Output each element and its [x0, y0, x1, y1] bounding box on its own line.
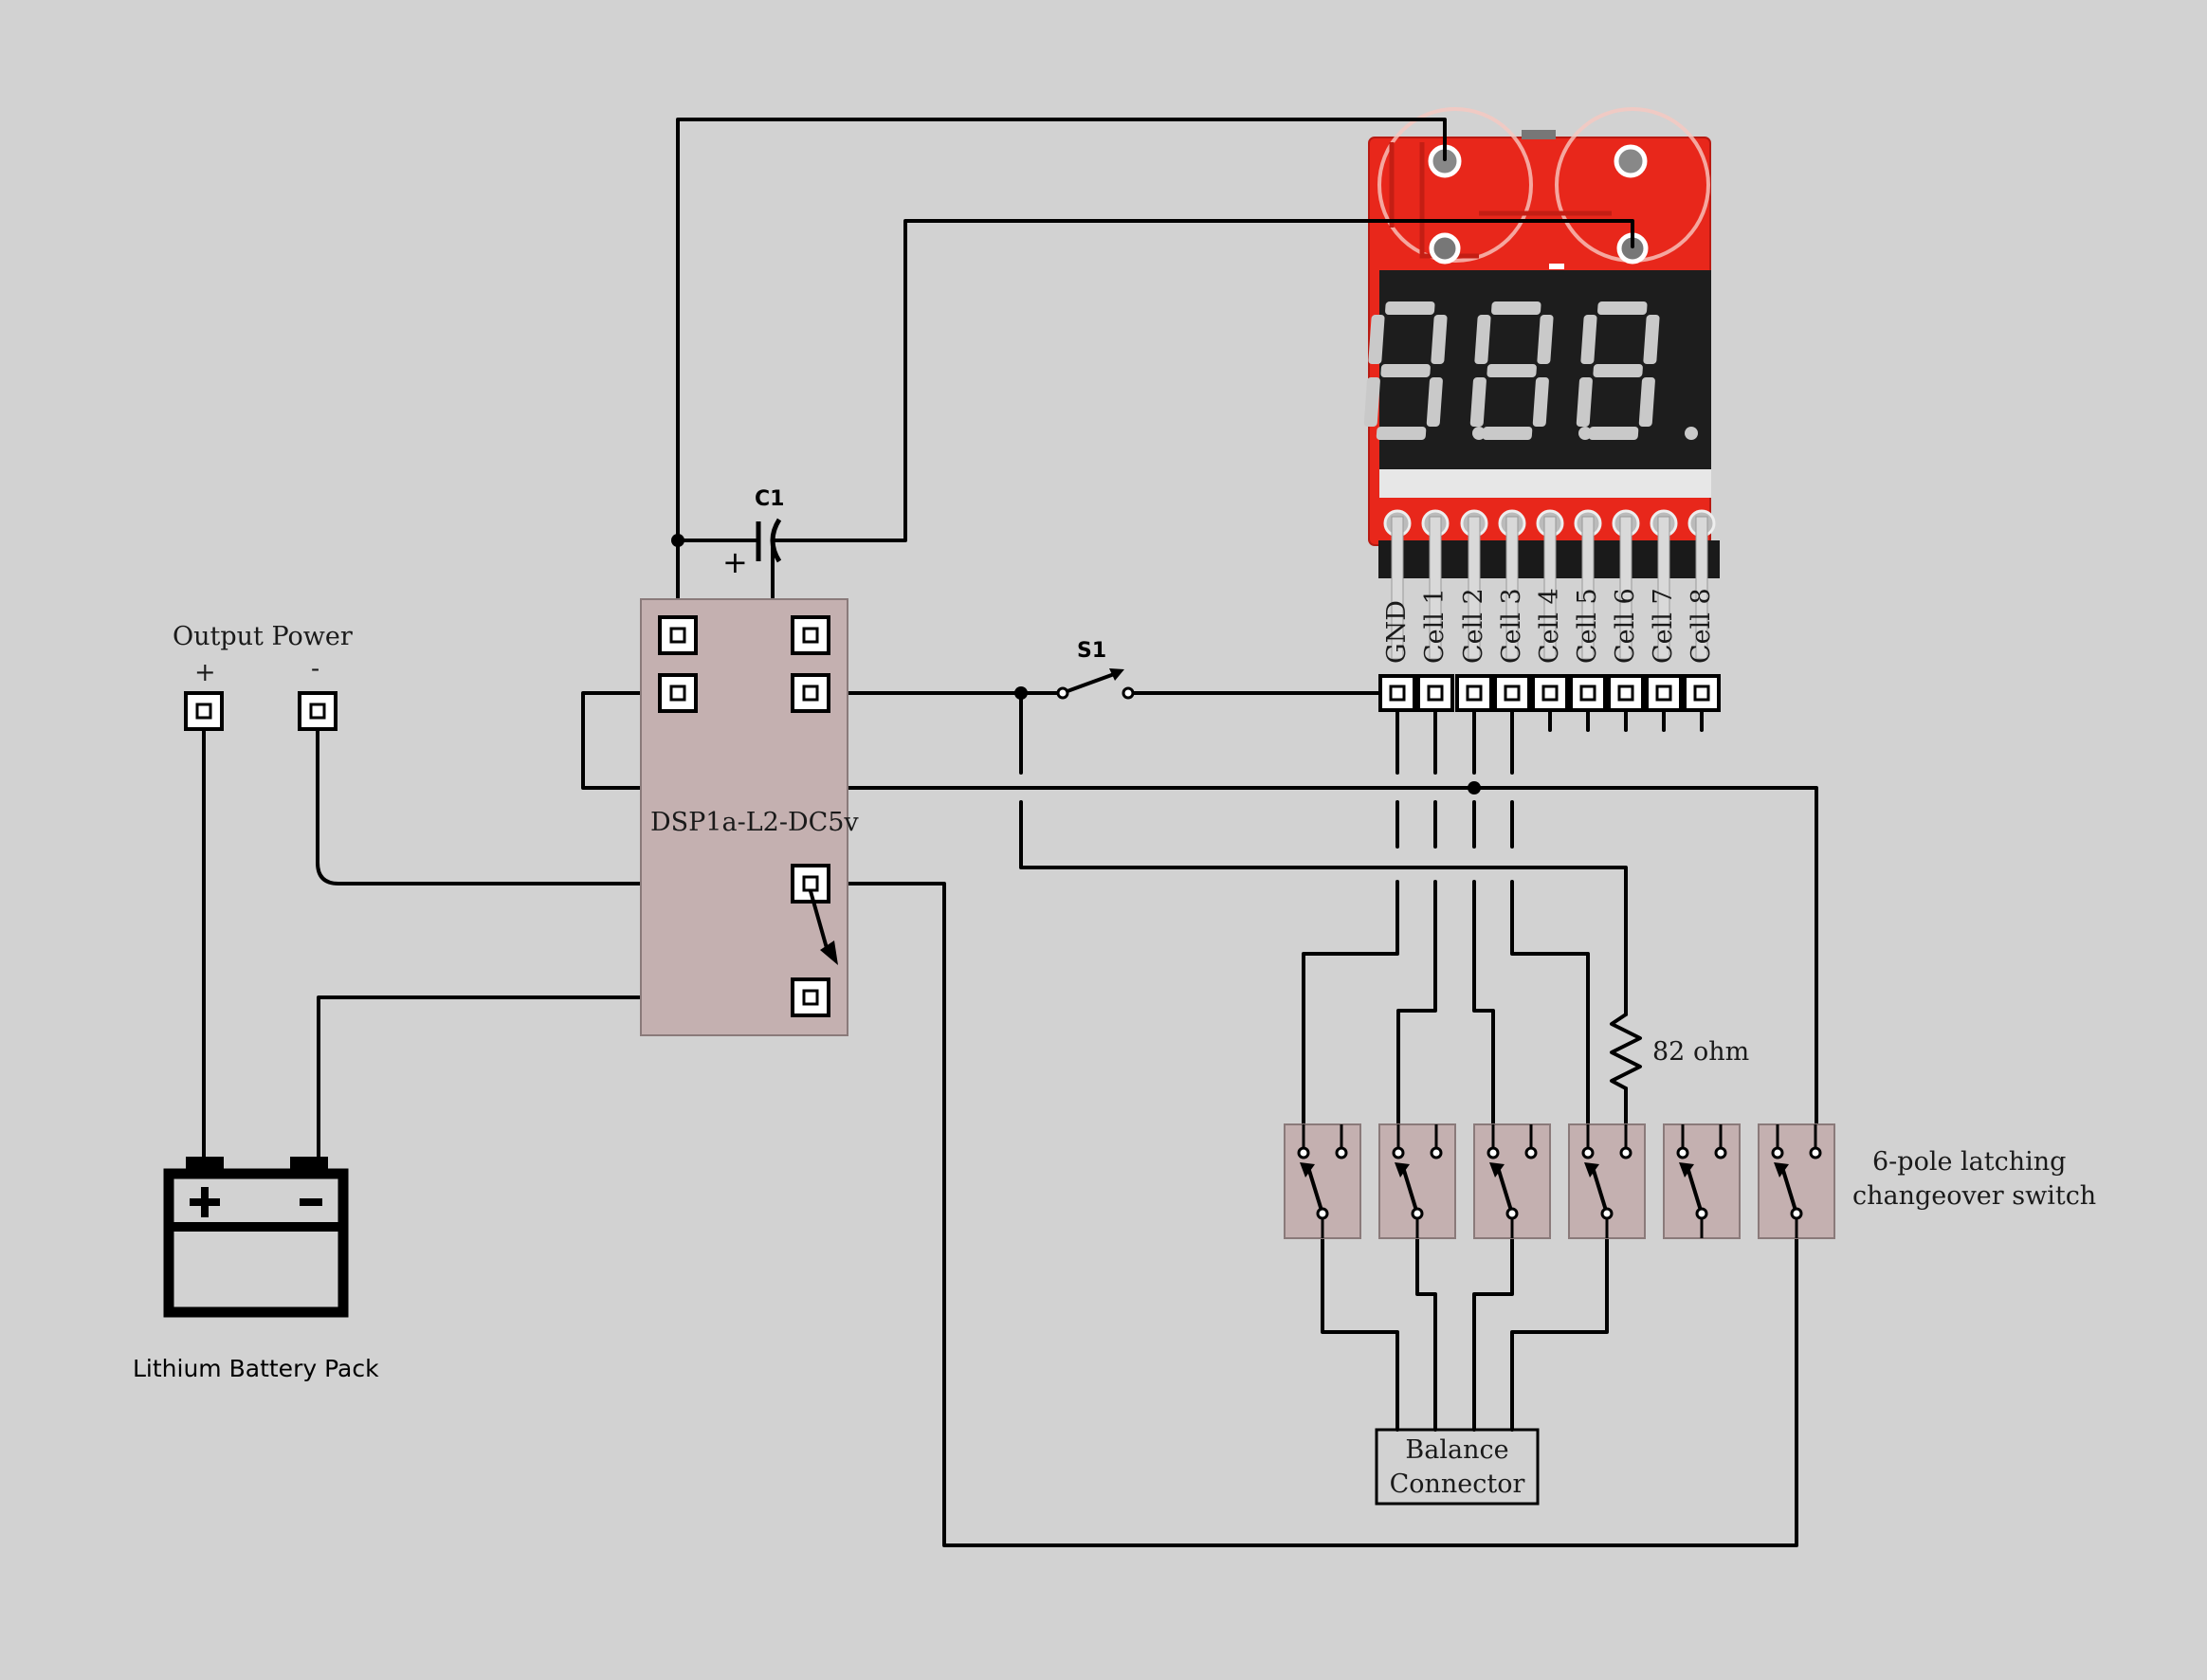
checker-pin-label: Cell 6: [1611, 588, 1640, 664]
relay-com-pin: [791, 864, 830, 904]
balance-connector: Balance Connector: [1375, 1428, 1540, 1506]
changeover-switch: [1284, 1123, 1835, 1239]
output-minus-label: -: [311, 654, 319, 684]
checker-pin-label: Cell 5: [1573, 588, 1602, 664]
output-power-label: Output Power: [173, 622, 353, 651]
switch-pole: [1663, 1123, 1741, 1239]
relay-pin: [791, 673, 830, 713]
checker-terminal: [1493, 674, 1531, 712]
switch-pole: [1758, 1123, 1835, 1239]
output-plus-label: +: [194, 658, 216, 687]
checker-terminal: [1378, 674, 1416, 712]
relay-pin: [658, 615, 698, 655]
capacitor-c1: C1 +: [722, 487, 784, 580]
battery-icon: Lithium Battery Pack: [133, 1157, 379, 1382]
relay-label: DSP1a-L2-DC5v: [650, 808, 859, 837]
switch-pole: [1284, 1123, 1361, 1239]
checker-pin-header: [1378, 509, 1720, 660]
checker-terminal: [1455, 674, 1493, 712]
switch-s1: S1: [1056, 639, 1135, 700]
checker-pin-label: Cell 3: [1497, 588, 1526, 664]
checker-pin-labels: GND Cell 1 Cell 2 Cell 3 Cell 4 Cell 5 Cell 6 C…: [1382, 588, 1716, 664]
switch-pole: [1568, 1123, 1646, 1239]
capacitor-label: C1: [755, 487, 784, 511]
checker-pin-label: Cell 4: [1535, 588, 1564, 664]
display-digits: [1363, 301, 1698, 440]
display-digit: [1363, 301, 1486, 440]
switch-pole: [1378, 1123, 1456, 1239]
relay-pin: [658, 673, 698, 713]
checker-terminal: [1569, 674, 1607, 712]
checker-pin-label: Cell 2: [1459, 588, 1488, 664]
relay-no-pin: [791, 977, 830, 1017]
changeover-label-line1: 6-pole latching: [1872, 1147, 2066, 1177]
voltage-checker-module: [1363, 107, 1720, 660]
checker-terminals: [1378, 674, 1721, 712]
output-plus-terminal: [184, 691, 224, 731]
checker-terminal: [1645, 674, 1683, 712]
switch-s1-label: S1: [1077, 639, 1106, 663]
display-digit: [1469, 301, 1592, 440]
balance-label-line1: Balance: [1405, 1435, 1508, 1465]
checker-pin-label: GND: [1382, 600, 1412, 664]
checker-cell-wires: [1302, 708, 1704, 1149]
switch-pole: [1473, 1123, 1551, 1239]
seven-segment-display: [1379, 270, 1711, 469]
relay-dsp1a: DSP1a-L2-DC5v: [640, 598, 859, 1036]
checker-terminal: [1607, 674, 1645, 712]
balance-label-line2: Connector: [1390, 1470, 1525, 1499]
resistor-label: 82 ohm: [1652, 1037, 1749, 1067]
display-digit: [1576, 301, 1698, 440]
checker-terminal: [1683, 674, 1721, 712]
checker-pin-label: Cell 7: [1649, 588, 1678, 664]
checker-terminal: [1531, 674, 1569, 712]
changeover-label-line2: changeover switch: [1852, 1181, 2096, 1211]
capacitor-polarity: +: [722, 544, 748, 580]
checker-pin-label: Cell 1: [1420, 588, 1450, 664]
checker-pin-label: Cell 8: [1687, 588, 1716, 664]
checker-terminal: [1416, 674, 1454, 712]
battery-label: Lithium Battery Pack: [133, 1355, 379, 1382]
relay-pin: [791, 615, 830, 655]
output-power: Output Power + -: [173, 622, 353, 731]
wires: [202, 118, 1818, 1547]
output-minus-terminal: [298, 691, 337, 731]
